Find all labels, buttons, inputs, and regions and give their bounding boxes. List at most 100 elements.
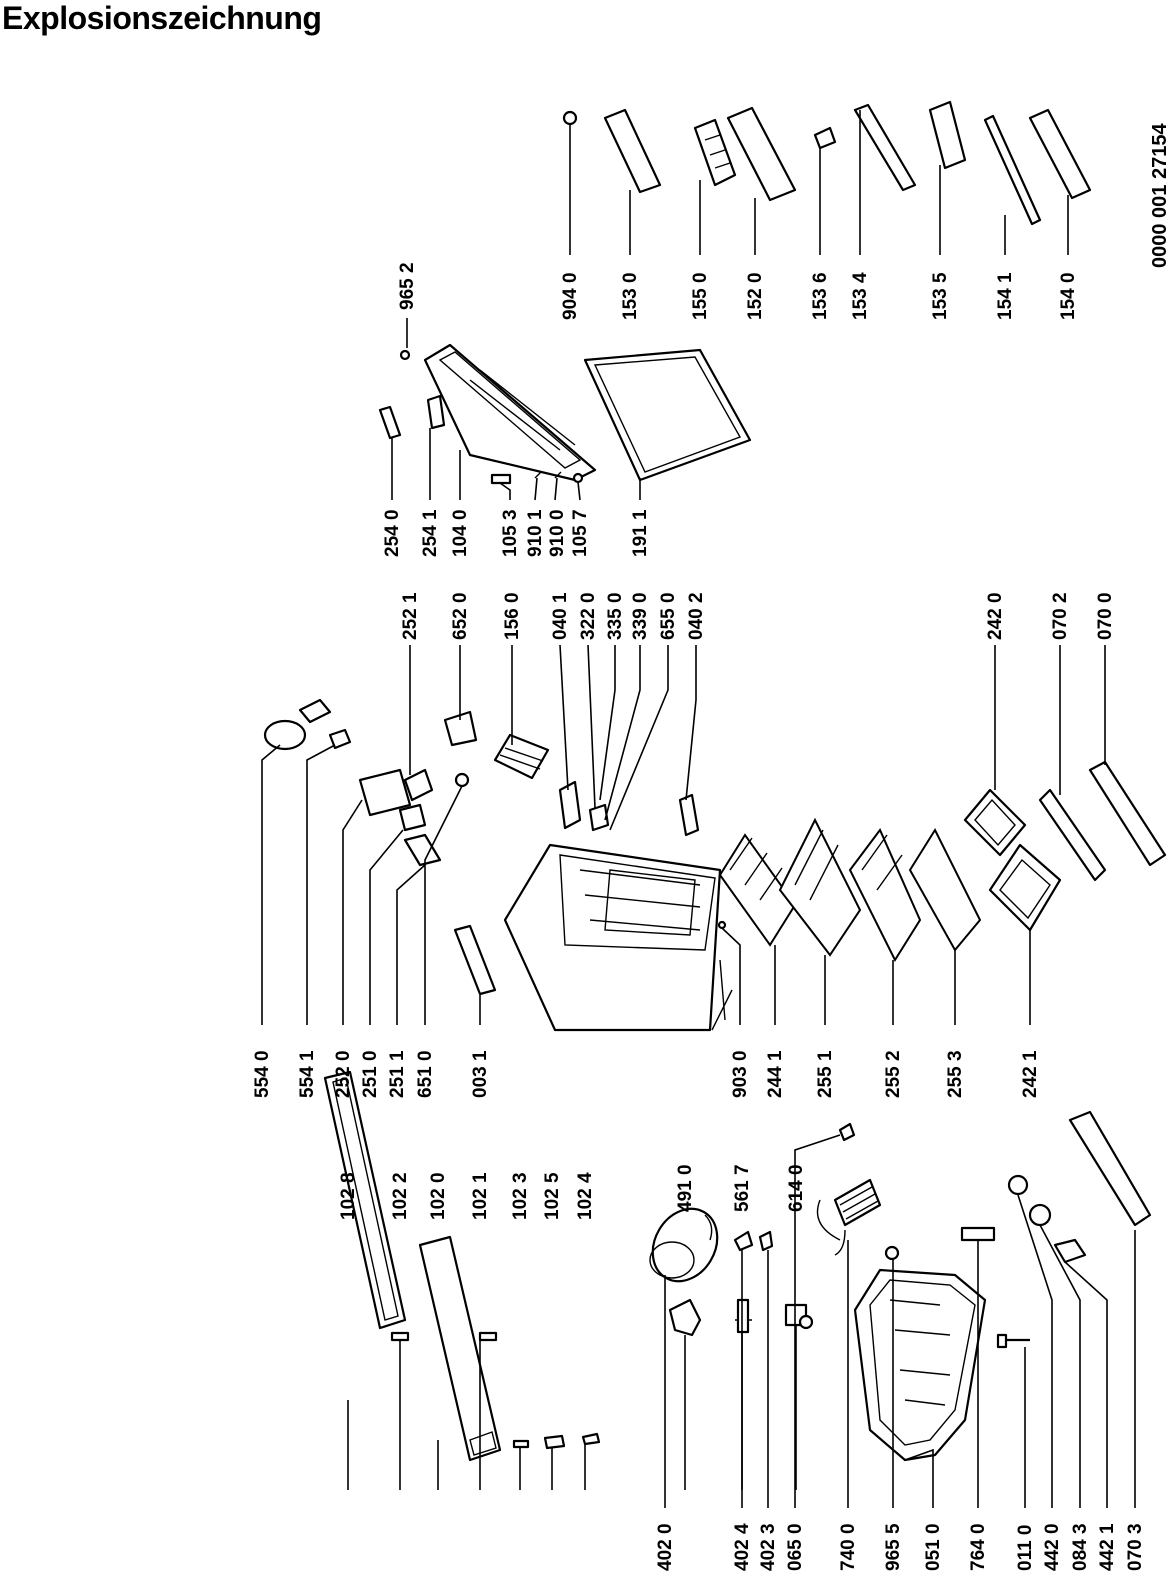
- label-335-0: 335 0: [605, 592, 626, 640]
- part-labels: 102 8 102 2 102 0 102 1 102 3 102 5 102 …: [252, 123, 1171, 1571]
- part-554-0-fan: [263, 698, 332, 751]
- label-903-0: 903 0: [730, 1050, 751, 1098]
- part-102-0-door-liner: [418, 1235, 502, 1462]
- label-102-5: 102 5: [542, 1172, 563, 1220]
- part-105-7: [572, 472, 584, 484]
- part-070-3-rail: [1068, 1110, 1152, 1227]
- part-102-5: [543, 1434, 566, 1450]
- part-153-4: [853, 103, 917, 192]
- label-254-0: 254 0: [382, 509, 403, 557]
- label-051-0: 051 0: [923, 1523, 944, 1571]
- label-254-1: 254 1: [420, 509, 441, 557]
- part-242-1-drawer: [988, 843, 1062, 932]
- part-614-0: [784, 1303, 814, 1330]
- label-442-1: 442 1: [1097, 1523, 1118, 1571]
- part-102-8-gasket: [323, 1070, 407, 1330]
- label-065-0: 065 0: [785, 1523, 806, 1571]
- label-154-0: 154 0: [1058, 272, 1079, 320]
- label-442-0: 442 0: [1042, 1523, 1063, 1571]
- part-102-3: [512, 1439, 530, 1449]
- part-154-0: [1028, 108, 1092, 200]
- label-040-2: 040 2: [686, 592, 707, 640]
- part-740-0-condenser: [816, 1178, 882, 1256]
- part-251-1: [403, 833, 442, 867]
- part-255-1-shelf: [778, 817, 862, 957]
- label-102-8: 102 8: [338, 1172, 359, 1220]
- label-104-0: 104 0: [450, 509, 471, 557]
- label-652-0: 652 0: [450, 592, 471, 640]
- page-title: Explosionszeichnung: [2, 0, 322, 36]
- label-102-2: 102 2: [390, 1172, 411, 1220]
- label-554-1: 554 1: [297, 1050, 318, 1098]
- part-cabinet: [503, 843, 733, 1032]
- label-191-1: 191 1: [630, 509, 651, 557]
- part-402-4: [733, 1230, 754, 1252]
- part-153-0-bin: [603, 108, 662, 194]
- part-491-0: [668, 1298, 702, 1337]
- label-251-1: 251 1: [387, 1050, 408, 1098]
- part-070-2: [1038, 788, 1107, 882]
- label-244-1: 244 1: [765, 1050, 786, 1098]
- label-242-0: 242 0: [985, 592, 1006, 640]
- label-102-3: 102 3: [510, 1172, 531, 1220]
- label-252-1: 252 1: [400, 592, 421, 640]
- part-910-pins: [534, 471, 562, 479]
- part-965-2: [399, 349, 411, 361]
- part-965-5: [884, 1245, 900, 1261]
- label-105-3: 105 3: [500, 509, 521, 557]
- part-561-7: [735, 1298, 752, 1334]
- label-084-3: 084 3: [1070, 1523, 1091, 1571]
- part-153-6: [813, 126, 837, 150]
- label-255-3: 255 3: [945, 1050, 966, 1098]
- part-254-0: [378, 405, 402, 440]
- label-011-0: 011 0: [1015, 1525, 1036, 1571]
- label-965-5: 965 5: [883, 1523, 904, 1571]
- label-070-0: 070 0: [1095, 592, 1116, 640]
- label-554-0: 554 0: [252, 1050, 273, 1098]
- label-152-0: 152 0: [745, 272, 766, 320]
- label-003-1: 003 1: [470, 1050, 491, 1098]
- part-105-3: [490, 473, 512, 485]
- label-102-4: 102 4: [575, 1172, 596, 1220]
- label-102-0: 102 0: [428, 1172, 449, 1220]
- label-251-0: 251 0: [360, 1050, 381, 1098]
- label-402-4: 402 4: [732, 1523, 753, 1571]
- label-040-1: 040 1: [550, 592, 571, 640]
- label-651-0: 651 0: [415, 1050, 436, 1098]
- part-554-1: [328, 728, 352, 750]
- label-764-0: 764 0: [968, 1523, 989, 1571]
- label-105-7: 105 7: [570, 509, 591, 557]
- part-011-0: [996, 1333, 1030, 1349]
- label-322-0: 322 0: [578, 592, 599, 640]
- part-764-0: [960, 1226, 996, 1242]
- document-number: 0000 001 27154: [1149, 123, 1171, 268]
- part-251-0: [398, 803, 427, 832]
- part-402-3: [758, 1230, 774, 1252]
- label-740-0: 740 0: [838, 1523, 859, 1571]
- label-402-3: 402 3: [758, 1523, 779, 1571]
- label-155-0: 155 0: [690, 272, 711, 320]
- part-003-1: [453, 924, 497, 996]
- label-255-2: 255 2: [883, 1050, 904, 1098]
- part-254-1: [426, 394, 446, 430]
- part-154-1: [983, 114, 1042, 226]
- part-402-0-compressor: [649, 1207, 719, 1283]
- label-904-0: 904 0: [560, 272, 581, 320]
- part-255-3-shelf: [908, 827, 982, 952]
- part-252-0: [358, 768, 412, 817]
- label-070-3: 070 3: [1125, 1523, 1146, 1571]
- part-040-2: [678, 793, 700, 837]
- label-070-2: 070 2: [1050, 592, 1071, 640]
- label-153-5: 153 5: [930, 272, 951, 320]
- part-065-0: [838, 1122, 856, 1142]
- part-156-0-rack: [493, 733, 550, 780]
- part-104-0-freezer-door: [423, 343, 597, 482]
- part-155-0-egg-tray: [693, 118, 737, 187]
- part-442-0: [1007, 1174, 1029, 1196]
- part-904-0: [562, 110, 578, 126]
- label-655-0: 655 0: [658, 592, 679, 640]
- part-255-2-shelf: [848, 828, 922, 963]
- part-903-0: [717, 920, 727, 930]
- label-402-0: 402 0: [655, 1523, 676, 1571]
